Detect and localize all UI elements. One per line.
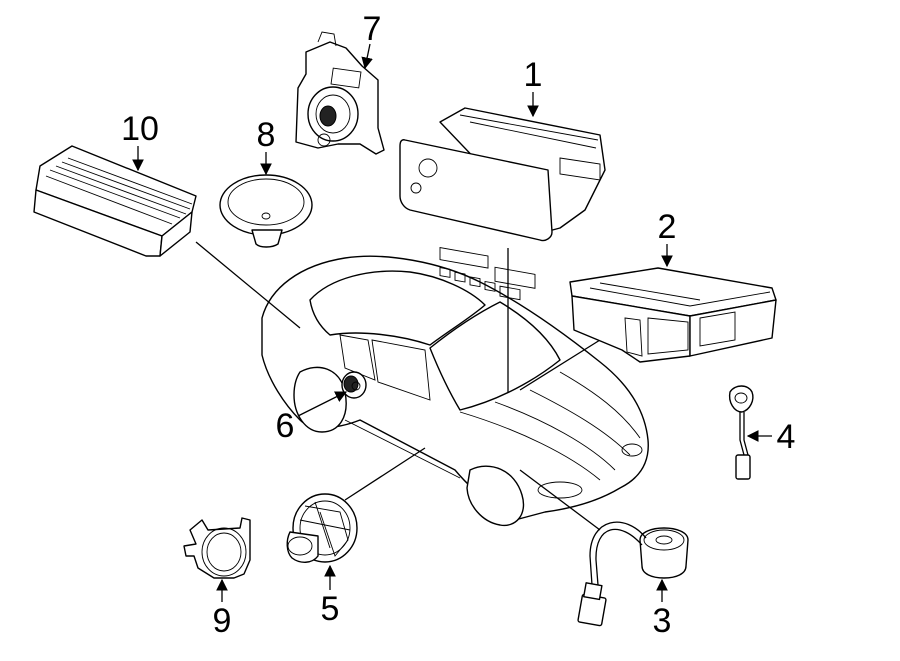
speaker-cable-icon	[577, 521, 689, 627]
callout-6: 6	[276, 407, 295, 445]
callout-8: 8	[257, 116, 276, 154]
callout-3: 3	[653, 602, 672, 640]
callout-9: 9	[213, 602, 232, 640]
round-speaker-icon	[219, 174, 313, 248]
callout-1: 1	[524, 56, 543, 94]
amplifier-icon	[33, 145, 197, 257]
tweeter-sensor-icon	[728, 385, 754, 480]
bracket-speaker-icon	[295, 31, 385, 155]
callout-10: 10	[121, 110, 159, 148]
car-outline-icon	[261, 255, 649, 527]
callout-5: 5	[321, 590, 340, 628]
cd-changer-icon	[569, 267, 777, 363]
leader-lines	[195, 241, 601, 531]
speaker-ring-bracket-icon	[183, 517, 251, 579]
callout-2: 2	[658, 208, 677, 246]
door-tweeter-icon	[341, 371, 367, 399]
callout-7: 7	[363, 10, 382, 48]
radio-receiver-icon	[399, 107, 606, 301]
woofer-speaker-icon	[286, 493, 358, 563]
callout-4: 4	[777, 418, 796, 456]
